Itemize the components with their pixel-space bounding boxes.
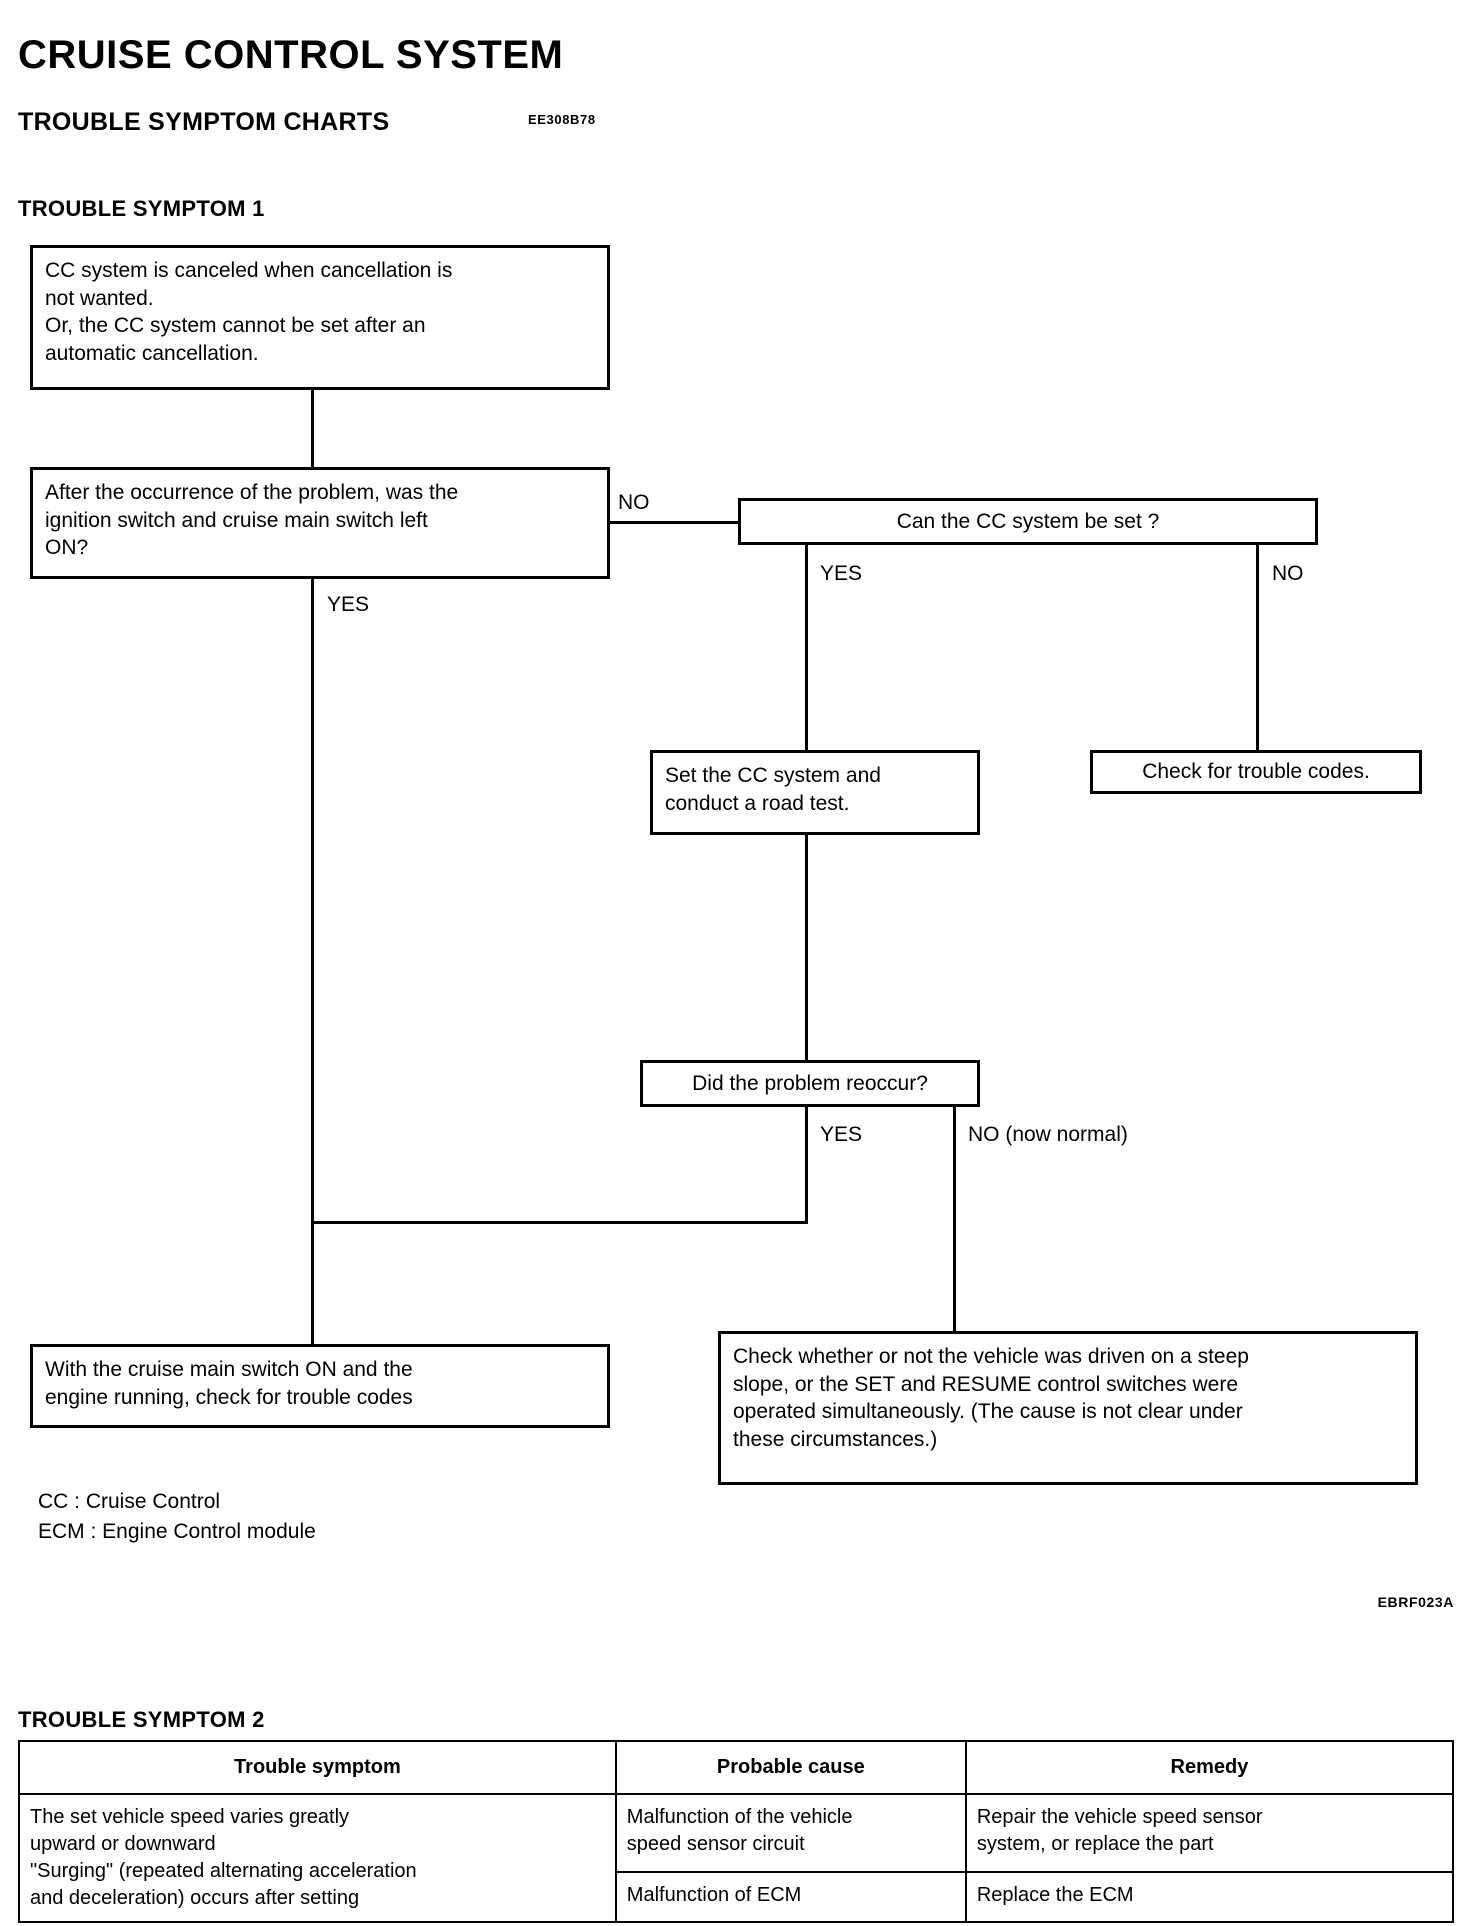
edge-can-set-yes-vertical [805, 545, 808, 750]
edge-label-ignition-yes: YES [327, 593, 370, 616]
flow-node-problem-statement-text: CC system is canceled when cancellation … [45, 259, 453, 366]
edge-reoccur-yes-horizontal [311, 1221, 808, 1224]
flow-node-question-reoccur-text: Did the problem reoccur? [692, 1071, 928, 1095]
flow-node-problem-statement: CC system is canceled when cancellation … [30, 245, 610, 390]
table-row: Malfunction of ECM Replace the ECM [19, 1871, 1455, 1923]
trouble-symptom-1-heading: TROUBLE SYMPTOM 1 [18, 196, 265, 221]
edge-road-test-to-reoccur [805, 835, 808, 1060]
edge-reoccur-no-vertical [953, 1107, 956, 1344]
table-cell-trouble-symptom: The set vehicle speed varies greatly upw… [18, 1793, 617, 1923]
edge-ignition-no-horizontal [610, 521, 738, 524]
edge-label-reoccur-yes: YES [820, 1123, 863, 1146]
trouble-symptom-1-flowchart: CC system is canceled when cancellation … [30, 245, 1454, 1610]
legend-line-ecm: ECM : Engine Control module [38, 1520, 316, 1544]
table-cell-probable-cause-2-text: Malfunction of ECM [626, 1884, 802, 1907]
edge-trunk-to-check-codes-running [311, 1221, 314, 1344]
edge-ignition-yes-vertical [311, 579, 314, 1224]
table-cell-probable-cause-2: Malfunction of ECM [614, 1871, 967, 1923]
flow-node-check-codes-running-text: With the cruise main switch ON and the e… [45, 1358, 413, 1409]
table-header-trouble-symptom: Trouble symptom [18, 1740, 617, 1795]
flow-node-check-codes-text: Check for trouble codes. [1142, 760, 1370, 784]
table-cell-remedy-1: Repair the vehicle speed sensor system, … [964, 1792, 1455, 1874]
edge-reoccur-yes-vertical [805, 1107, 808, 1224]
table-cell-probable-cause-1: Malfunction of the vehicle speed sensor … [614, 1792, 967, 1874]
flow-node-check-steep-slope-text: Check whether or not the vehicle was dri… [733, 1345, 1249, 1452]
table-cell-remedy-2-text: Replace the ECM [976, 1884, 1134, 1907]
edge-label-can-set-yes: YES [820, 562, 863, 585]
table-cell-trouble-symptom-text: The set vehicle speed varies greatly upw… [30, 1806, 417, 1909]
flow-node-check-steep-slope: Check whether or not the vehicle was dri… [718, 1331, 1418, 1485]
flowchart-legend: CC : Cruise Control ECM : Engine Control… [38, 1487, 316, 1548]
table-header-probable-cause: Probable cause [614, 1740, 967, 1795]
edge-can-set-no-vertical [1256, 545, 1259, 750]
flow-node-question-can-set-text: Can the CC system be set ? [896, 509, 1160, 533]
edge-problem-to-ignition [311, 390, 314, 467]
table-cell-remedy-2: Replace the ECM [964, 1871, 1455, 1923]
table-cell-probable-cause-1-text: Malfunction of the vehicle speed sensor … [626, 1806, 853, 1855]
charts-reference-code: EE308B78 [528, 112, 596, 127]
flow-node-check-codes-running: With the cruise main switch ON and the e… [30, 1344, 610, 1428]
edge-label-ignition-no: NO [618, 491, 650, 514]
flow-node-question-reoccur: Did the problem reoccur? [640, 1060, 980, 1107]
flow-node-check-codes: Check for trouble codes. [1090, 750, 1422, 794]
page-title: CRUISE CONTROL SYSTEM [18, 32, 564, 77]
edge-label-can-set-no: NO [1272, 562, 1304, 585]
table-row: The set vehicle speed varies greatly upw… [18, 1792, 1455, 1923]
flow-node-road-test-text: Set the CC system and conduct a road tes… [665, 764, 881, 815]
flow-node-question-ignition-text: After the occurrence of the problem, was… [45, 481, 459, 560]
trouble-symptom-charts-heading: TROUBLE SYMPTOM CHARTS [18, 107, 390, 136]
table-header-row: Trouble symptom Probable cause Remedy [18, 1740, 1455, 1795]
flow-node-question-ignition: After the occurrence of the problem, was… [30, 467, 610, 579]
trouble-symptom-2-table: Trouble symptom Probable cause Remedy Th… [18, 1740, 1455, 1923]
flow-node-question-can-set: Can the CC system be set ? [738, 498, 1318, 545]
flow-node-road-test: Set the CC system and conduct a road tes… [650, 750, 980, 835]
trouble-symptom-2-heading: TROUBLE SYMPTOM 2 [18, 1707, 265, 1732]
legend-line-cc: CC : Cruise Control [38, 1490, 221, 1513]
table-cell-remedy-1-text: Repair the vehicle speed sensor system, … [976, 1806, 1263, 1855]
table-header-remedy: Remedy [964, 1740, 1455, 1795]
edge-label-reoccur-no: NO (now normal) [968, 1123, 1128, 1146]
figure-reference-code: EBRF023A [1377, 1594, 1454, 1610]
